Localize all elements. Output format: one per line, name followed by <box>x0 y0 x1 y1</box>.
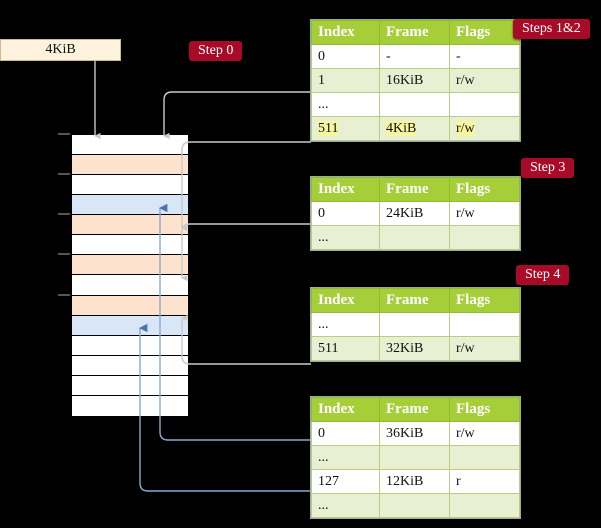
cell-frame <box>379 312 450 337</box>
memory-tick-2 <box>58 173 70 176</box>
cell-index: 0 <box>311 201 380 226</box>
column-header-index: Index <box>311 288 380 313</box>
cell-flags: - <box>449 44 520 69</box>
step-label-step3-text: Step 3 <box>530 160 566 175</box>
cell-flags <box>449 493 520 518</box>
memory-tick-4 <box>58 213 70 216</box>
table-row: ... <box>311 92 520 117</box>
memory-frame-11 <box>72 355 188 376</box>
memory-frame-4 <box>72 215 188 236</box>
table-row: 0-- <box>311 44 520 69</box>
step-label-step0: Step 0 <box>189 41 243 61</box>
memory-frame-0 <box>72 135 188 156</box>
column-header-index: Index <box>311 20 380 45</box>
cell-index: 511 <box>311 336 380 361</box>
cell-index: 0 <box>311 421 380 446</box>
cell-flags: r/w <box>449 116 520 141</box>
table-row: ... <box>311 445 520 470</box>
memory-frame-12 <box>72 375 188 396</box>
cell-flags <box>449 225 520 250</box>
virtual-page-label: 4KiB <box>45 42 76 57</box>
memory-frame-10 <box>72 335 188 356</box>
cell-frame <box>379 225 450 250</box>
cell-frame <box>379 445 450 470</box>
cell-flags: r/w <box>449 421 520 446</box>
table-row: ... <box>311 312 520 337</box>
column-header-index: Index <box>311 397 380 422</box>
step-label-steps12-text: Steps 1&2 <box>522 21 581 36</box>
cell-index: 127 <box>311 469 380 494</box>
step-label-step4: Step 4 <box>516 265 570 285</box>
column-header-flags: Flags <box>449 397 520 422</box>
cell-flags: r/w <box>449 68 520 93</box>
column-header-frame: Frame <box>379 177 450 202</box>
cell-index: ... <box>311 312 380 337</box>
cell-frame: - <box>379 44 450 69</box>
table-row: ... <box>311 225 520 250</box>
virtual-page-box: 4KiB <box>0 39 121 61</box>
cell-index: 0 <box>311 44 380 69</box>
column-header-flags: Flags <box>449 20 520 45</box>
cell-frame: 16KiB <box>379 68 450 93</box>
cell-frame: 24KiB <box>379 201 450 226</box>
memory-tick-6 <box>58 253 70 256</box>
memory-frame-9 <box>72 315 188 336</box>
memory-frame-6 <box>72 255 188 276</box>
column-header-frame: Frame <box>379 288 450 313</box>
cell-frame <box>379 92 450 117</box>
cell-frame: 4KiB <box>379 116 450 141</box>
cell-frame: 32KiB <box>379 336 450 361</box>
cell-index: 511 <box>311 116 380 141</box>
step-label-step0-text: Step 0 <box>198 43 234 58</box>
memory-frame-13 <box>72 395 188 416</box>
cell-flags <box>449 312 520 337</box>
cell-index: 1 <box>311 68 380 93</box>
cell-flags: r <box>449 469 520 494</box>
physical-memory-column <box>70 133 190 416</box>
cell-flags <box>449 92 520 117</box>
memory-frame-7 <box>72 275 188 296</box>
cell-frame: 12KiB <box>379 469 450 494</box>
memory-frame-5 <box>72 235 188 256</box>
cell-index: ... <box>311 92 380 117</box>
column-header-flags: Flags <box>449 288 520 313</box>
column-header-index: Index <box>311 177 380 202</box>
step-label-step3: Step 3 <box>521 158 575 178</box>
column-header-frame: Frame <box>379 397 450 422</box>
cell-flags <box>449 445 520 470</box>
cell-index: ... <box>311 445 380 470</box>
cell-index: ... <box>311 225 380 250</box>
memory-tick-8 <box>58 293 70 296</box>
step-label-steps12: Steps 1&2 <box>513 19 590 39</box>
memory-tick-0 <box>58 133 70 135</box>
memory-frame-1 <box>72 155 188 176</box>
cell-frame: 36KiB <box>379 421 450 446</box>
cell-index: ... <box>311 493 380 518</box>
column-header-flags: Flags <box>449 177 520 202</box>
memory-frame-8 <box>72 295 188 316</box>
cell-frame <box>379 493 450 518</box>
cell-flags: r/w <box>449 336 520 361</box>
step-label-step4-text: Step 4 <box>525 267 561 282</box>
column-header-frame: Frame <box>379 20 450 45</box>
table-row: ... <box>311 493 520 518</box>
cell-flags: r/w <box>449 201 520 226</box>
memory-frame-3 <box>72 195 188 216</box>
memory-frame-2 <box>72 175 188 196</box>
